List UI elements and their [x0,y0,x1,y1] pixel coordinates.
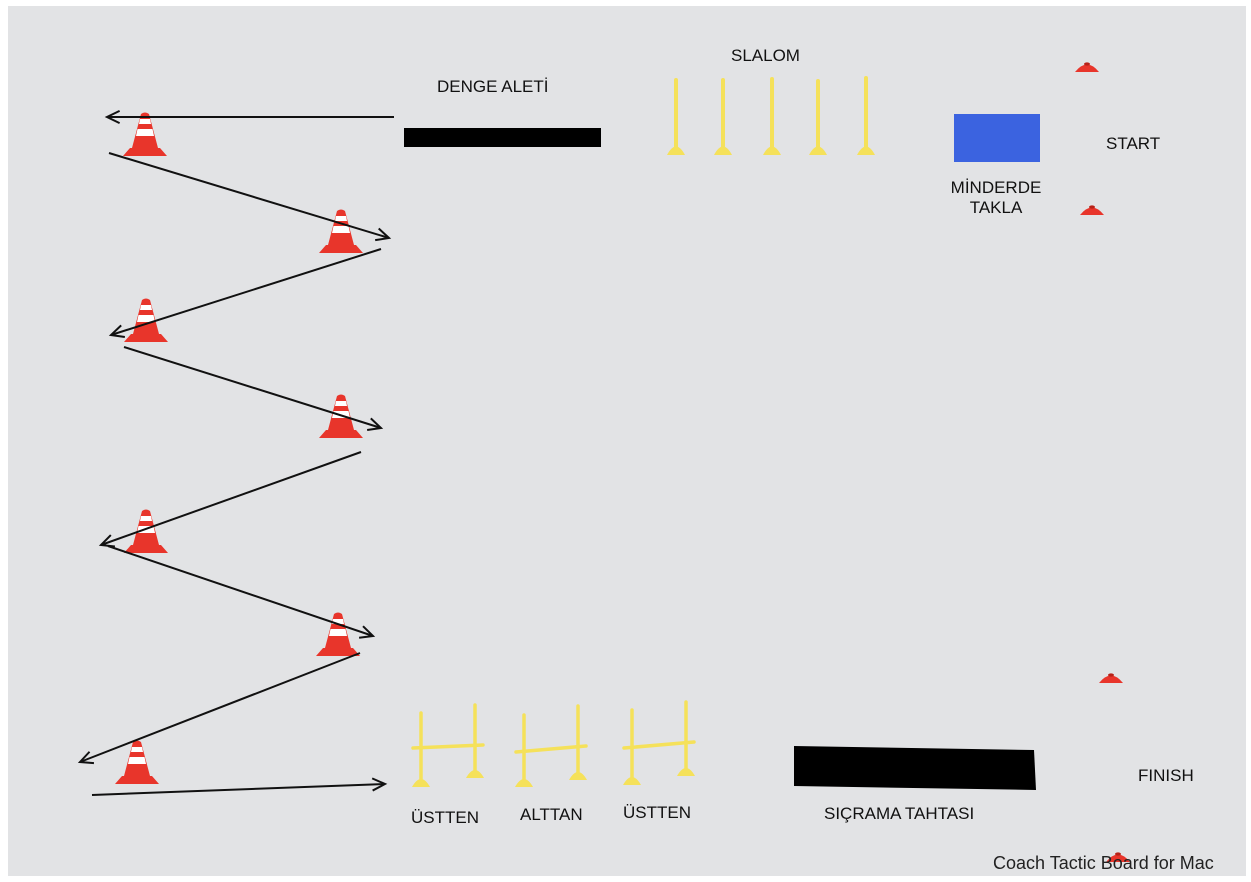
path-arrow [108,152,392,242]
slalom-pole [667,78,685,155]
disc-cone-3 [1099,673,1123,683]
board-background [8,6,1246,876]
traffic-cone [319,209,363,253]
path-arrow [91,777,388,796]
hurdle-label-over-2: ÜSTTEN [623,803,691,822]
hurdle [622,700,696,785]
path-arrow [108,248,382,338]
disc-cone-4 [1106,852,1130,862]
traffic-cone [123,112,167,156]
mat-label-line1: MİNDERDE [950,178,1042,197]
hurdle [411,703,485,787]
traffic-cone [115,740,159,784]
disc-cone-2 [1080,205,1104,215]
mat [954,114,1040,162]
start-label: START [1106,134,1161,153]
finish-label: FINISH [1138,766,1194,785]
mat-label-line2: TAKLA [969,198,1023,217]
slalom-pole [809,79,827,155]
balance-beam-label: DENGE ALETİ [437,77,549,96]
springboard [794,746,1036,790]
slalom-pole [714,78,732,155]
slalom-pole [763,77,781,155]
hurdle-label-under: ALTTAN [520,805,583,824]
disc-cone-1 [1075,62,1099,72]
path-arrow [107,545,376,639]
path-arrow [77,652,361,765]
traffic-cone [316,612,360,656]
mat-label: MİNDERDE TAKLA [936,178,1056,218]
path-arrow [123,346,384,432]
app-watermark: Coach Tactic Board for Mac [993,853,1214,873]
slalom-label: SLALOM [731,46,800,65]
hurdle-label-over-1: ÜSTTEN [411,808,479,827]
path-arrow [104,110,394,124]
slalom-pole [857,76,875,155]
hurdle [514,704,588,787]
balance-beam [404,128,601,147]
springboard-label: SIÇRAMA TAHTASI [824,804,975,823]
traffic-cone [319,394,363,438]
